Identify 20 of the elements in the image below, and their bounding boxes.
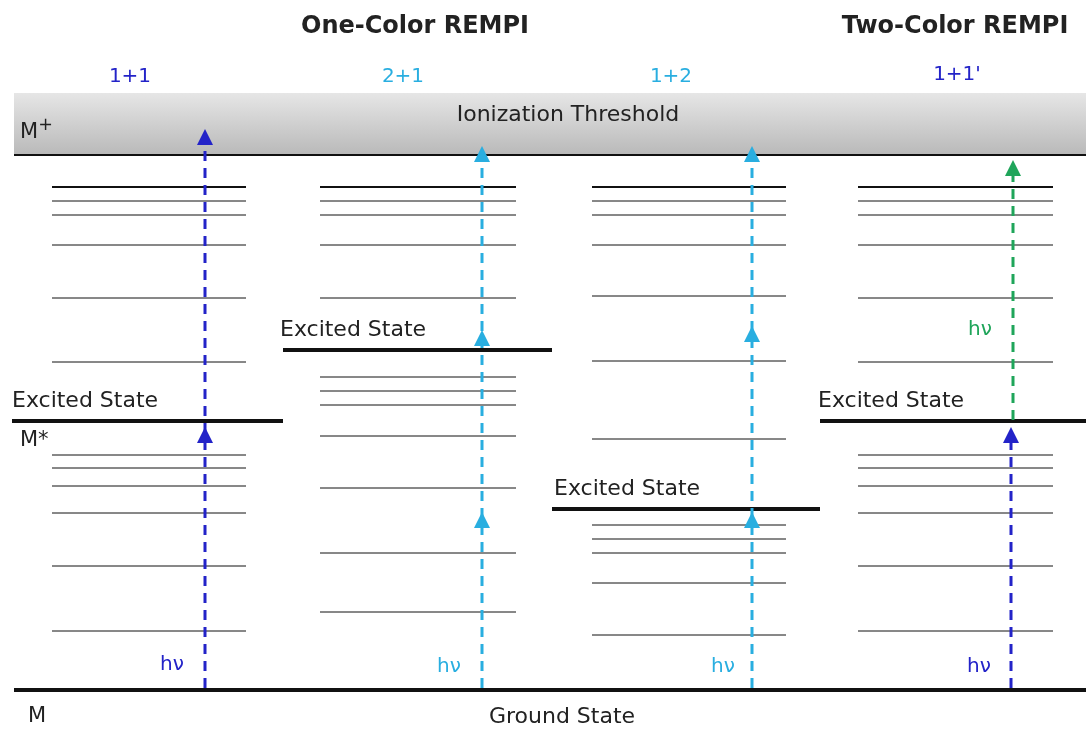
photon-label: hν — [968, 317, 992, 339]
photon-label: hν — [160, 652, 184, 674]
photon-label: hν — [967, 654, 991, 676]
photon-label: hν — [437, 654, 461, 676]
photon-label: hν — [711, 654, 735, 676]
state-symbol: M* — [20, 428, 49, 452]
level-label: Excited State — [12, 388, 159, 413]
scheme-label: 1+1' — [933, 62, 981, 84]
level-label: Ionization Threshold — [456, 102, 680, 127]
group-heading: One-Color REMPI — [301, 12, 529, 39]
level-label: Excited State — [818, 388, 965, 413]
state-symbol: M$^{+}$ — [20, 115, 53, 144]
group-heading: Two-Color REMPI — [841, 12, 1069, 39]
level-label: Ground State — [488, 704, 636, 729]
state-symbol: M — [28, 704, 47, 728]
level-label: Excited State — [554, 476, 701, 501]
level-label: Excited State — [280, 317, 427, 342]
scheme-label: 1+2 — [649, 64, 693, 86]
scheme-label: 1+1 — [108, 64, 152, 86]
scheme-label: 2+1 — [381, 64, 425, 86]
